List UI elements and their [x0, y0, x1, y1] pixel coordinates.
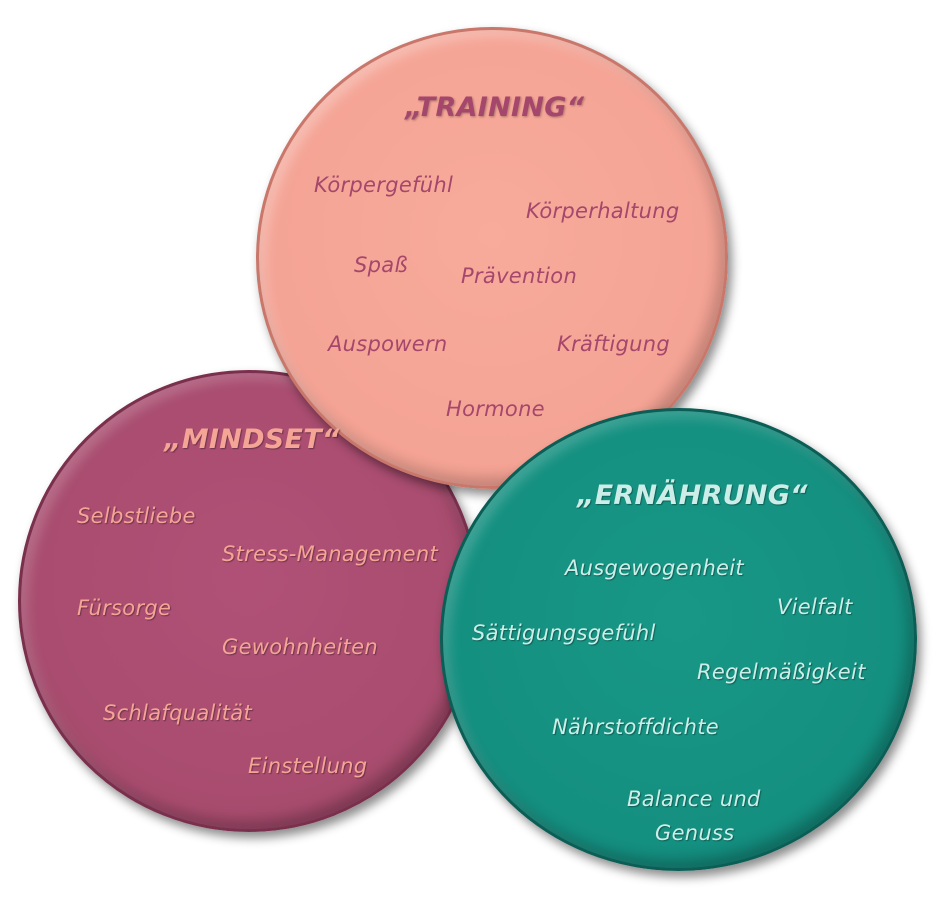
mindset-item: Einstellung — [248, 754, 368, 778]
training-item: Spaß — [354, 253, 408, 277]
training-item: Körpergefühl — [314, 173, 454, 197]
mindset-item: Schlafqualität — [103, 701, 252, 725]
ernaehrung-item: Ausgewogenheit — [565, 556, 744, 580]
training-title: „TRAINING“ — [405, 92, 585, 123]
training-item: Körperhaltung — [526, 199, 680, 223]
ernaehrung-item: Genuss — [655, 821, 735, 845]
mindset-item: Stress-Management — [222, 542, 439, 566]
ernaehrung-title: „ERNÄHRUNG“ — [577, 480, 808, 511]
training-item: Kräftigung — [557, 332, 671, 356]
mindset-item: Gewohnheiten — [222, 635, 378, 659]
mindset-title: „MINDSET“ — [164, 424, 340, 455]
ernaehrung-item: Sättigungsgefühl — [472, 621, 656, 645]
ernaehrung-item: Nährstoffdichte — [552, 715, 720, 739]
training-item: Prävention — [461, 264, 578, 288]
mindset-item: Fürsorge — [77, 596, 172, 620]
ernaehrung-circle — [440, 408, 917, 871]
mindset-item: Selbstliebe — [77, 504, 196, 528]
ernaehrung-item: Balance und — [627, 787, 761, 811]
ernaehrung-item: Vielfalt — [777, 595, 853, 619]
ernaehrung-item: Regelmäßigkeit — [697, 660, 866, 684]
training-item: Hormone — [446, 397, 545, 421]
training-item: Auspowern — [328, 332, 448, 356]
